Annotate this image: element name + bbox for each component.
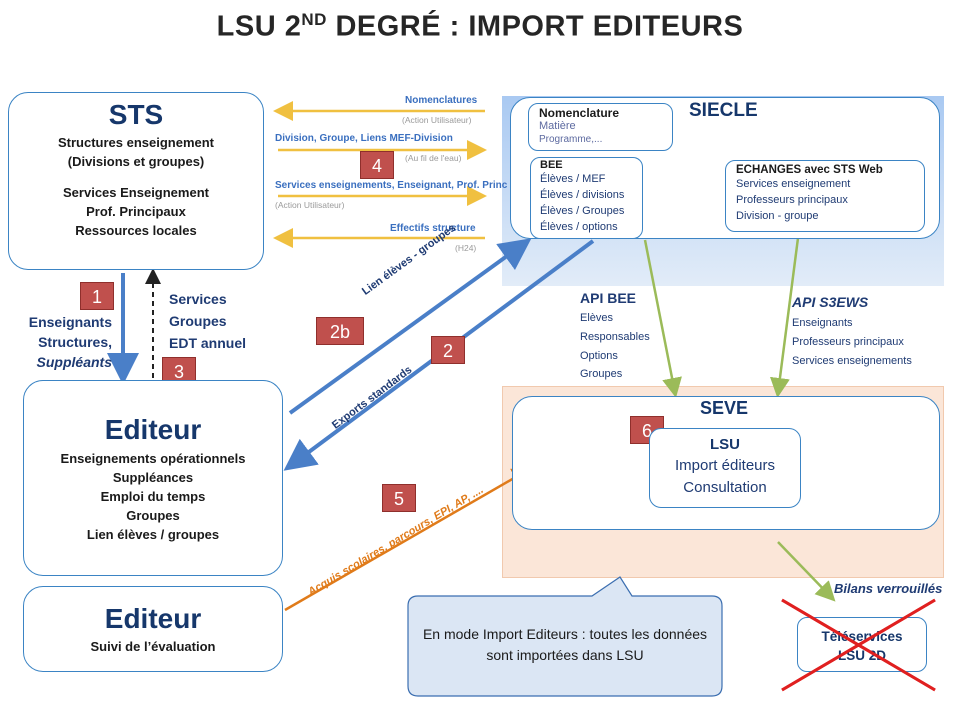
flow-label-division: Division, Groupe, Liens MEF-Division [275, 133, 453, 144]
teleservices-line: Téléservices [821, 629, 903, 644]
bee-item: Élèves / Groupes [540, 205, 625, 217]
editeur-line: Groupes [126, 508, 180, 523]
left-up-labels: Services Groupes EDT annuel [169, 288, 246, 354]
editeur-line: Suppléances [112, 470, 194, 485]
lsu-title: LSU [710, 436, 740, 453]
arrow-api-bee [643, 239, 682, 398]
echanges-item: Division - groupe [736, 210, 819, 222]
flow-label-effectifs: Effectifs structure [390, 223, 476, 234]
api-s3ews-item: Professeurs principaux [792, 336, 904, 348]
api-s3ews-item: Services enseignements [792, 355, 912, 367]
arrow-lien-eleves [288, 238, 532, 415]
sts-line: (Divisions et groupes) [67, 154, 205, 169]
editeur-line: Emploi du temps [100, 489, 206, 504]
editeur-box: Editeur Enseignements opérationnels Supp… [23, 380, 283, 576]
bee-item: Élèves / options [540, 221, 618, 233]
api-bee-item: Groupes [580, 368, 623, 380]
api-bee-item: Elèves [580, 312, 614, 324]
sts-line: Prof. Principaux [86, 204, 186, 219]
callout-shape [407, 576, 723, 697]
flow-label-nomenclatures: Nomenclatures [405, 95, 478, 106]
bee-item: Élèves / divisions [540, 189, 625, 201]
lsu-item: Import éditeurs [674, 457, 776, 474]
editeur-evaluation-box: Editeur Suivi de l’évaluation [23, 586, 283, 672]
step-2-badge: 2 [431, 336, 465, 364]
bee-title: BEE [540, 159, 563, 171]
left-down-label: Suppléants [36, 354, 112, 370]
step-2b-badge: 2b [316, 317, 364, 345]
editeur-evaluation-title: Editeur [104, 603, 202, 634]
flow-sub-nomenclatures: (Action Utilisateur) [402, 115, 472, 125]
api-s3ews-item: Enseignants [792, 317, 853, 329]
flow-sub-effectifs: (H24) [455, 243, 477, 253]
sts-line: Structures enseignement [57, 135, 215, 150]
step-5-badge: 5 [382, 484, 416, 512]
editeur-title: Editeur [104, 414, 202, 445]
left-down-label: Enseignants [28, 314, 112, 330]
sts-title: STS [108, 99, 164, 130]
lsu-item: Consultation [683, 479, 767, 496]
sts-line [9, 171, 263, 183]
sts-line: Ressources locales [75, 223, 197, 238]
sts-line: Services Enseignement [63, 185, 209, 200]
nomenclature-box: Nomenclature Matière Programme,... [528, 103, 673, 151]
seve-title: SEVE [700, 398, 749, 418]
siecle-title: SIECLE [689, 100, 758, 121]
nomenclature-title: Nomenclature [539, 106, 620, 120]
flow-sub-division: (Au fil de l'eau) [405, 153, 462, 163]
arrow-acquis [284, 467, 533, 612]
api-s3ews-title: API S3EWS [792, 294, 869, 310]
api-bee-item: Responsables [580, 331, 650, 343]
left-up-label: Groupes [169, 313, 227, 329]
sts-box: STS Structures enseignement (Divisions e… [8, 92, 264, 270]
arrow-bilans [777, 541, 836, 602]
editeur-evaluation-line: Suivi de l’évaluation [90, 639, 216, 654]
callout-text: En mode Import Editeurs : toutes les don… [422, 626, 708, 663]
lsu-box: LSU Import éditeurs Consultation [649, 428, 801, 508]
left-up-label: Services [169, 291, 227, 307]
echanges-title: ECHANGES avec STS Web [736, 164, 883, 176]
echanges-box: ECHANGES avec STS Web Services enseignem… [725, 160, 925, 232]
bilans-label: Bilans verrouillés [834, 581, 943, 596]
step-4-badge: 4 [360, 151, 394, 179]
page-title: LSU 2ND DEGRÉ : IMPORT EDITEURS [216, 10, 744, 43]
nomenclature-item: Programme,... [539, 134, 603, 145]
nomenclature-item: Matière [539, 120, 576, 132]
echanges-item: Professeurs principaux [736, 194, 848, 206]
left-down-labels: Enseignants Structures, Suppléants [6, 312, 112, 372]
api-bee-title: API BEE [580, 290, 637, 306]
step-1-badge: 1 [80, 282, 114, 310]
arrow-api-s3ews [770, 237, 800, 398]
bee-box: BEE Élèves / MEF Élèves / divisions Élèv… [530, 157, 643, 239]
flow-sub-services: (Action Utilisateur) [275, 200, 345, 210]
echanges-item: Services enseignement [736, 178, 851, 190]
api-bee-item: Options [580, 350, 618, 362]
left-up-label: EDT annuel [169, 335, 247, 351]
teleservices-box: Téléservices LSU 2D [797, 617, 927, 672]
bee-item: Élèves / MEF [540, 173, 606, 185]
editeur-line: Enseignements opérationnels [60, 451, 246, 466]
editeur-line: Lien élèves / groupes [86, 527, 220, 542]
left-down-label: Structures, [38, 334, 112, 350]
teleservices-line: LSU 2D [837, 648, 886, 663]
flow-label-services: Services enseignements, Enseignant, Prof… [275, 180, 508, 191]
